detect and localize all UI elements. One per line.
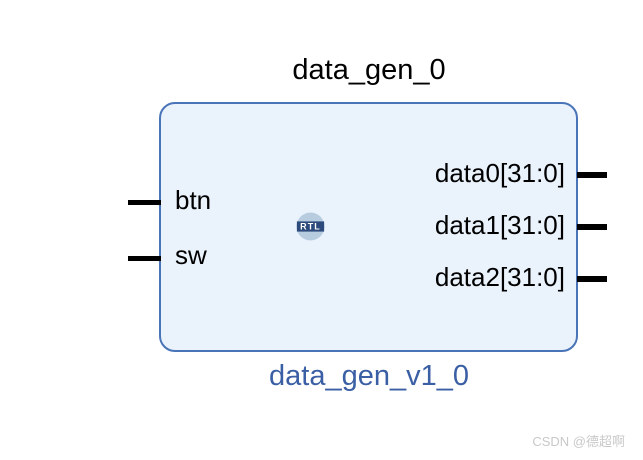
- block-module-name: data_gen_v1_0: [269, 360, 469, 392]
- output-port-label-data2: data2[31:0]: [434, 262, 565, 292]
- rtl-badge-icon: RTL: [296, 212, 325, 241]
- rtl-block[interactable]: [159, 102, 578, 352]
- block-instance-name: data_gen_0: [292, 54, 446, 86]
- input-pin-btn[interactable]: [128, 200, 161, 205]
- rtl-badge-label: RTL: [300, 222, 321, 232]
- output-port-label-data1: data1[31:0]: [434, 210, 565, 240]
- output-pin-data2[interactable]: [577, 276, 607, 282]
- input-port-label-btn: btn: [175, 185, 212, 215]
- watermark-text: CSDN @德超啊: [532, 434, 625, 449]
- output-pin-data1[interactable]: [577, 224, 607, 230]
- input-port-label-sw: sw: [175, 240, 207, 270]
- output-pin-data0[interactable]: [577, 172, 607, 178]
- input-pin-sw[interactable]: [128, 256, 161, 261]
- output-port-label-data0: data0[31:0]: [434, 158, 565, 188]
